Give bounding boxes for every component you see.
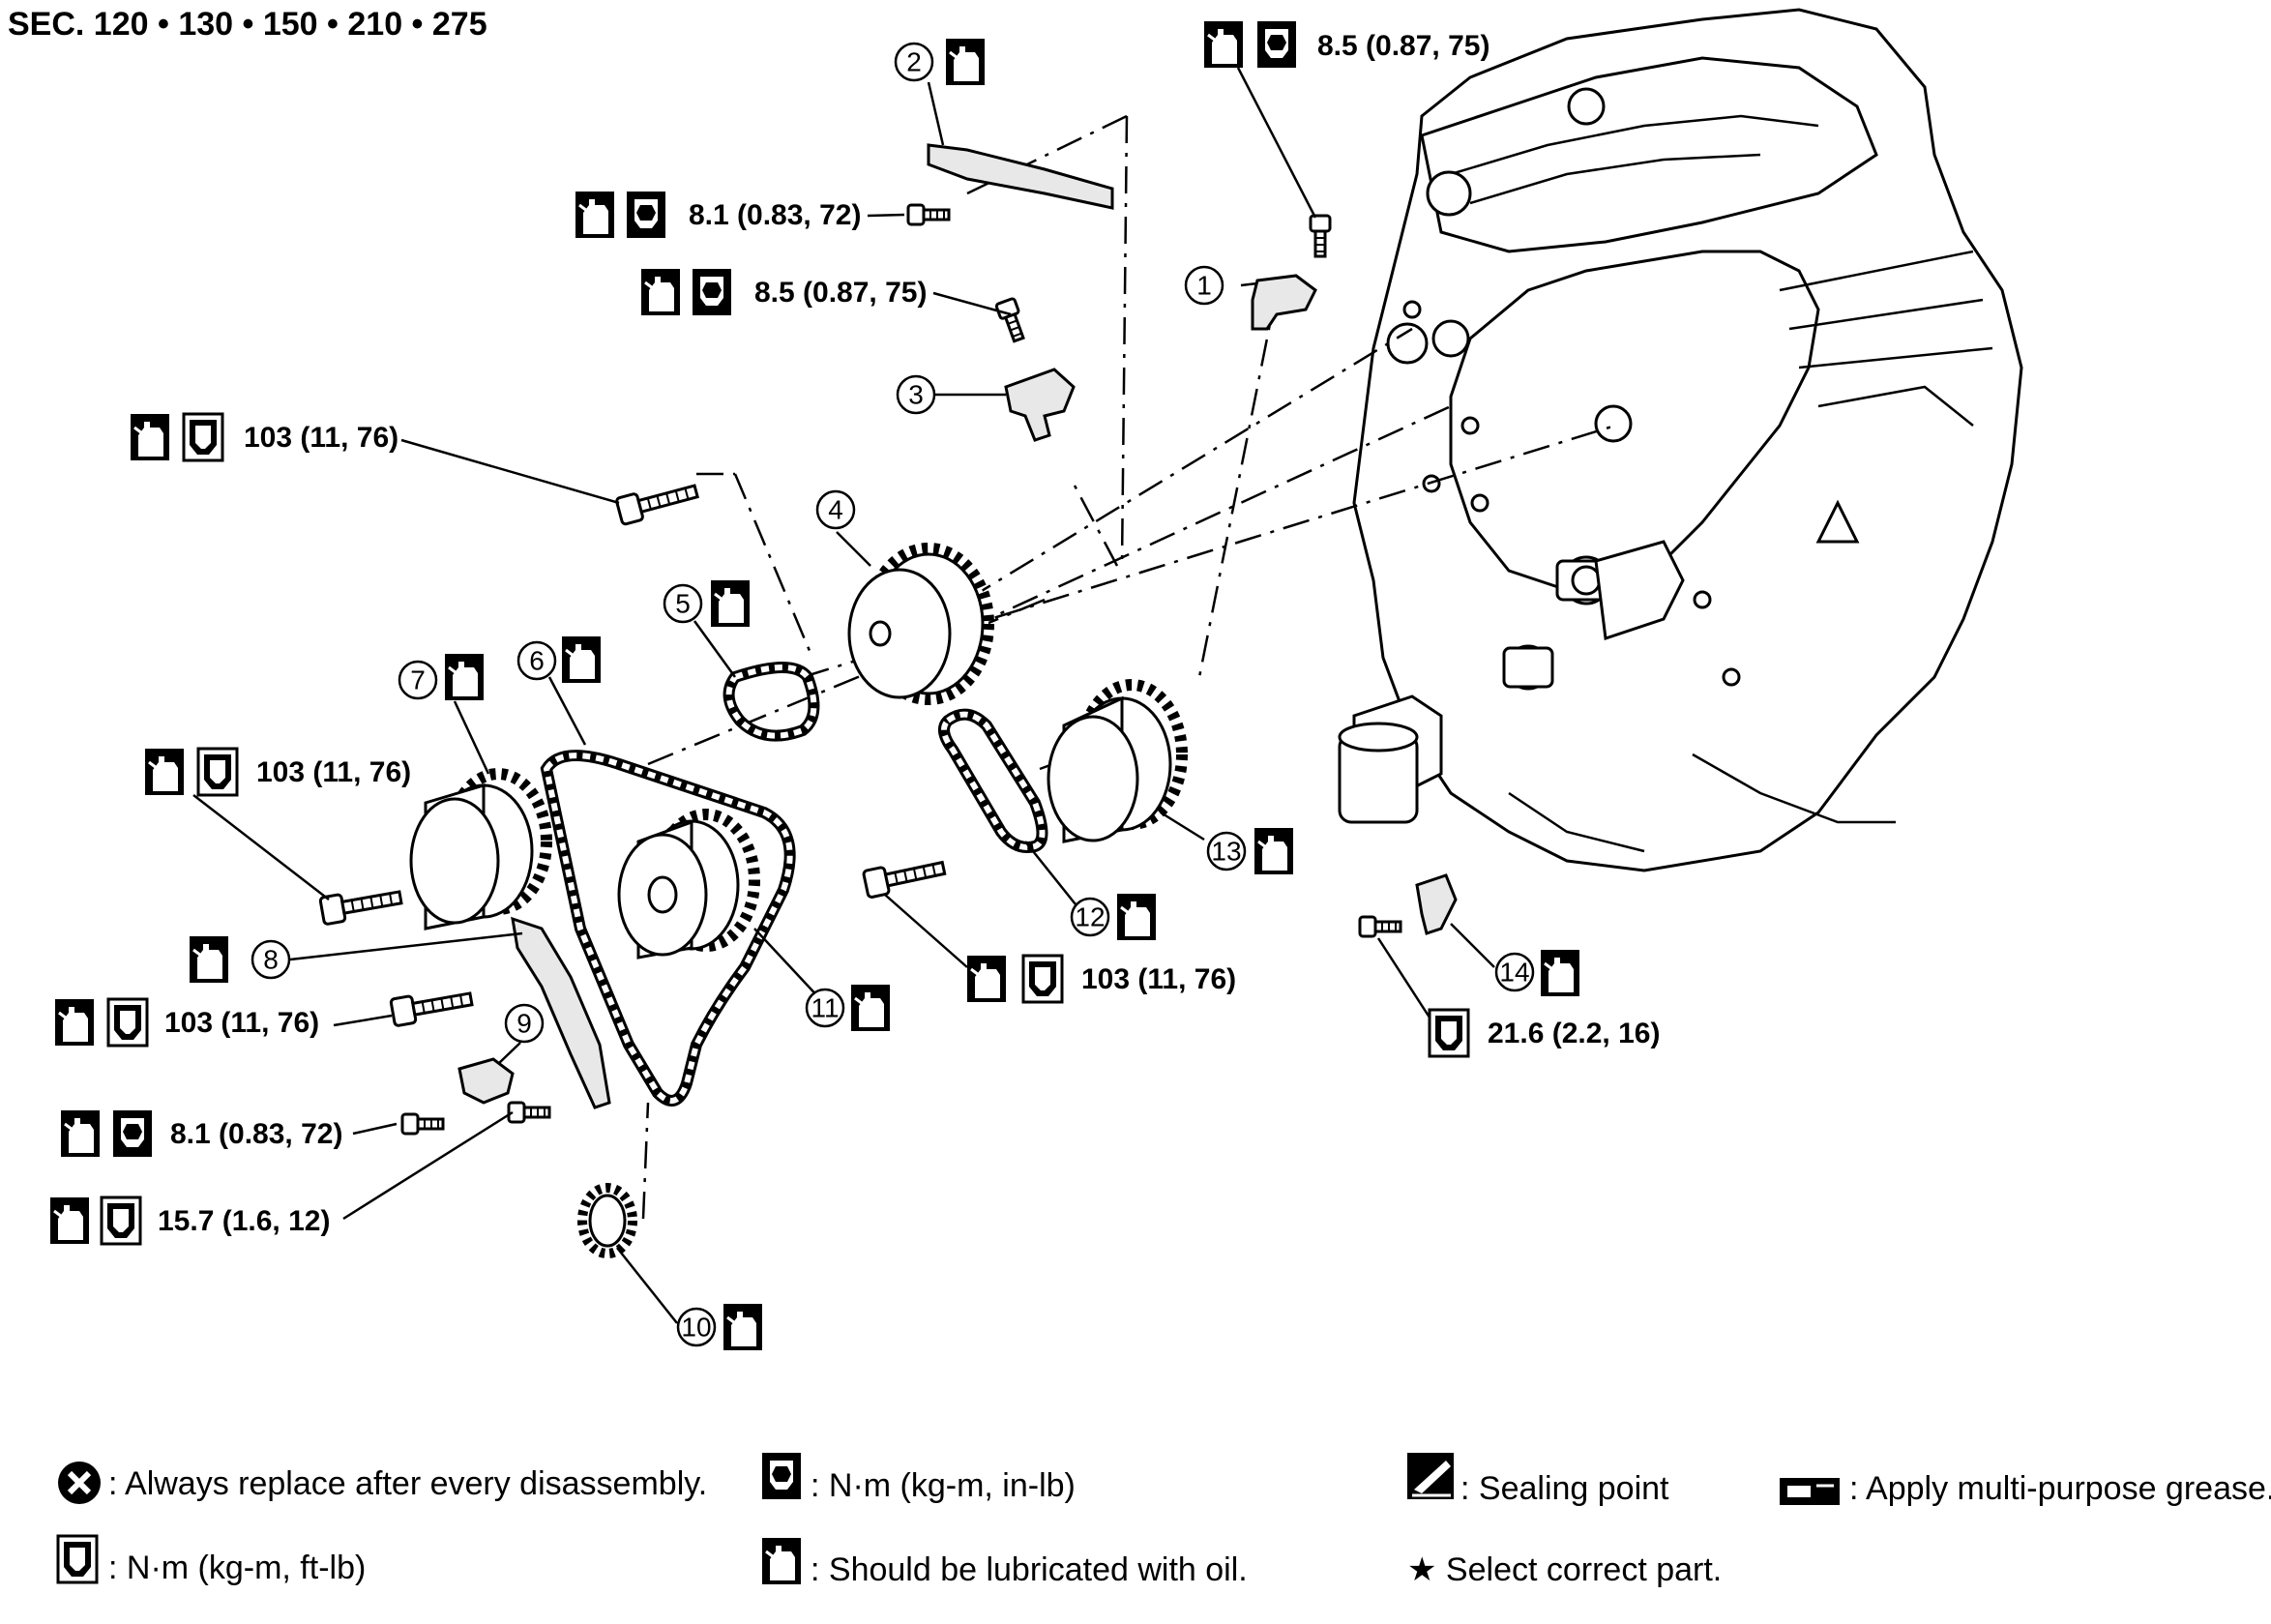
svg-text:3: 3 [908, 380, 924, 410]
callout-1: 1 [1184, 265, 1224, 306]
callout-8: 8 [251, 939, 291, 980]
primary-timing-chain-6 [540, 750, 796, 1107]
chain-tensioner-1 [1251, 274, 1317, 331]
camshaft-sprocket-11 [617, 809, 760, 960]
oil-can-icon [709, 578, 752, 629]
torque-spec-10: 21.6 (2.2, 16) [1428, 1008, 1660, 1058]
oil-can-icon [1115, 892, 1158, 942]
chain-tensioner-3 [1004, 368, 1076, 442]
torque-spec-4: 103 (11, 76) [129, 412, 398, 462]
callout-9: 9 [504, 1003, 545, 1044]
chain-tensioner-9 [457, 1057, 515, 1105]
legend-oil: : Should be lubricated with oil. [811, 1551, 1248, 1588]
grease-icon [1780, 1478, 1840, 1505]
section-title: SEC. 120 • 130 • 150 • 210 • 275 [8, 6, 487, 43]
svg-text:10: 10 [681, 1313, 711, 1343]
legend-replace: : Always replace after every disassembly… [108, 1465, 707, 1502]
torque-wrench-in-lb-icon [762, 1453, 801, 1499]
legend-select-part: ★ Select correct part. [1407, 1551, 1722, 1588]
camshaft-sprocket-4 [847, 543, 994, 705]
svg-text:11: 11 [811, 993, 839, 1023]
torque-wrench-ft-lb-icon [56, 1534, 99, 1584]
svg-text:5: 5 [675, 589, 691, 619]
torque-spec-9: 103 (11, 76) [965, 954, 1236, 1004]
engine-block [1338, 8, 2023, 872]
torque-spec-7: 8.1 (0.83, 72) [59, 1108, 342, 1159]
upper-chain-guide [927, 143, 1114, 210]
callout-12: 12 [1070, 897, 1110, 937]
svg-text:8.1 (0.83, 72): 8.1 (0.83, 72) [689, 199, 861, 231]
camshaft-sprocket-7 [409, 768, 552, 930]
camshaft-sprocket-13 [1047, 679, 1188, 843]
svg-text:7: 7 [410, 665, 426, 695]
oil-can-icon [188, 934, 230, 985]
svg-text:8.5 (0.87, 75): 8.5 (0.87, 75) [1317, 30, 1489, 62]
torque-spec-3: 8.5 (0.87, 75) [639, 267, 927, 317]
svg-text:4: 4 [828, 495, 843, 525]
svg-text:14: 14 [1499, 958, 1529, 988]
callout-14: 14 [1494, 952, 1535, 992]
svg-text:1: 1 [1196, 271, 1212, 301]
legend-grease: : Apply multi-purpose grease. [1849, 1470, 2271, 1507]
bracket-14 [1415, 873, 1458, 935]
tensioner-bolt-9 [400, 1112, 445, 1136]
legend-nm-in-lb: : N·m (kg-m, in-lb) [811, 1467, 1076, 1504]
oil-can-icon [560, 635, 603, 685]
oil-can-icon [1539, 948, 1581, 998]
guide-bolt-upper [906, 203, 951, 226]
sealing-point-icon [1407, 1453, 1454, 1499]
svg-text:103 (11, 76): 103 (11, 76) [256, 756, 411, 788]
callout-7: 7 [398, 660, 438, 700]
svg-text:15.7 (1.6, 12): 15.7 (1.6, 12) [158, 1205, 330, 1237]
chain-guide-8 [511, 916, 611, 1109]
oil-can-icon [944, 37, 987, 87]
svg-text:103 (11, 76): 103 (11, 76) [164, 1007, 319, 1039]
oil-can-icon [1253, 826, 1295, 876]
svg-text:12: 12 [1075, 902, 1105, 932]
callout-5: 5 [663, 583, 703, 624]
oil-can-icon [443, 652, 486, 702]
legend-sealing: : Sealing point [1460, 1470, 1669, 1507]
callout-13: 13 [1206, 831, 1247, 871]
svg-text:103 (11, 76): 103 (11, 76) [244, 422, 398, 454]
legend: : Always replace after every disassembly… [56, 1453, 2271, 1588]
torque-spec-5: 103 (11, 76) [143, 747, 411, 797]
bracket-bolt-14 [1358, 915, 1402, 938]
svg-text:2: 2 [906, 47, 922, 77]
oil-can-icon [849, 983, 892, 1033]
svg-text:103 (11, 76): 103 (11, 76) [1081, 963, 1236, 995]
crankshaft-sprocket-10 [577, 1183, 637, 1258]
callout-10: 10 [676, 1307, 717, 1347]
svg-text:13: 13 [1211, 837, 1241, 867]
callout-11: 11 [805, 988, 845, 1028]
torque-spec-8: 15.7 (1.6, 12) [48, 1196, 330, 1246]
tensioner-pin [507, 1101, 551, 1124]
oil-can-icon [722, 1302, 764, 1352]
svg-text:8.1 (0.83, 72): 8.1 (0.83, 72) [170, 1118, 342, 1150]
callout-2: 2 [894, 42, 934, 82]
callout-6: 6 [516, 640, 557, 681]
torque-spec-6: 103 (11, 76) [53, 997, 319, 1048]
torque-spec-1: 8.5 (0.87, 75) [1202, 19, 1489, 70]
svg-text:8.5 (0.87, 75): 8.5 (0.87, 75) [754, 277, 927, 309]
svg-text:6: 6 [529, 646, 545, 676]
callout-3: 3 [896, 374, 936, 415]
svg-text:21.6 (2.2, 16): 21.6 (2.2, 16) [1488, 1018, 1660, 1049]
x-circle-icon [58, 1462, 101, 1504]
oil-can-icon [760, 1536, 803, 1586]
leader-lines [192, 67, 1495, 1324]
legend-nm-ft-lb: : N·m (kg-m, ft-lb) [108, 1550, 366, 1586]
svg-text:8: 8 [263, 945, 279, 975]
callout-4: 4 [815, 489, 856, 530]
secondary-chain-5 [723, 662, 820, 742]
torque-spec-2: 8.1 (0.83, 72) [574, 190, 861, 240]
secondary-chain-12 [938, 708, 1048, 853]
svg-text:9: 9 [516, 1009, 532, 1039]
